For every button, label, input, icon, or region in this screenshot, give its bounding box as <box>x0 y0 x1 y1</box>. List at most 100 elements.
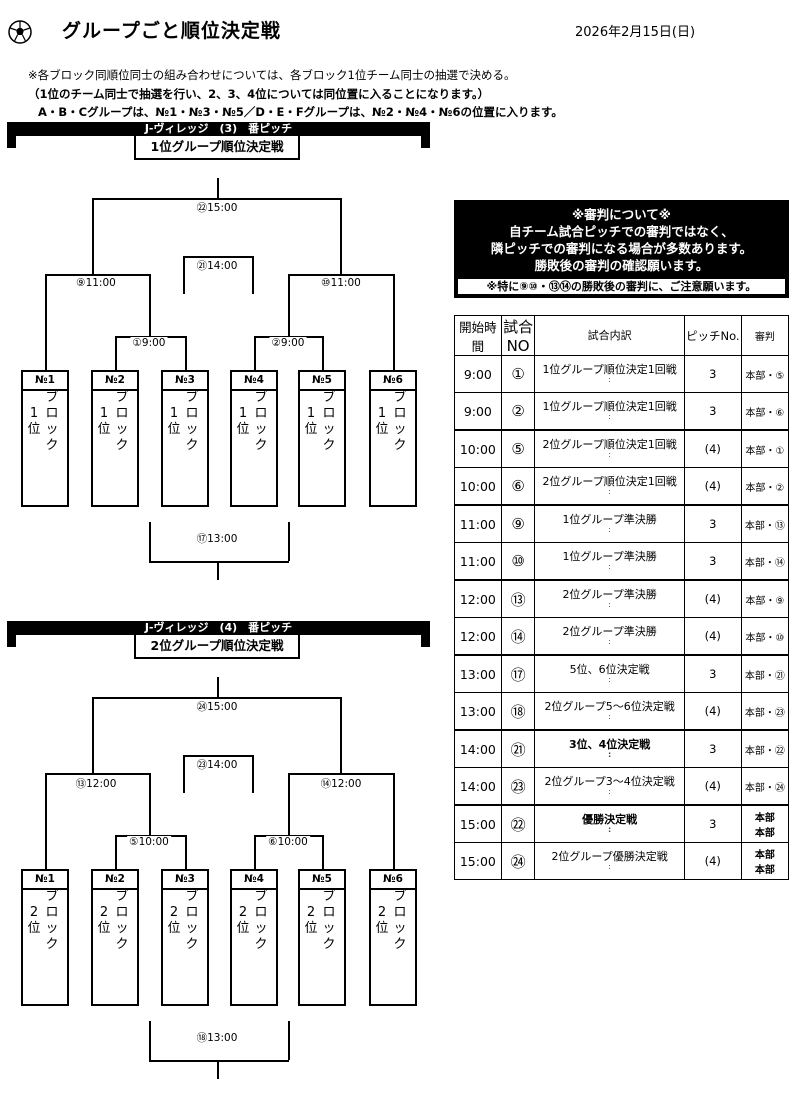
match-description: 1位グループ準決勝 <box>562 513 657 526</box>
bracket-line <box>183 755 252 757</box>
bracket-line <box>254 336 256 370</box>
schedule-cell-referee: 本部本部 <box>740 842 790 880</box>
third-place-match-time: ㉑14:00 <box>194 258 240 273</box>
schedule-cell-referee: 本部・㉓ <box>740 692 790 731</box>
schedule-cell-match-no: ⑭ <box>500 617 536 656</box>
match-description: 3位、4位決定戦 <box>568 738 651 751</box>
schedule-cell-time: 13:00 <box>454 654 502 693</box>
schedule-cell-pitch: 3 <box>683 654 742 693</box>
bracket-line <box>185 835 187 869</box>
schedule-cell-content: 1位グループ順位決定1回戦: <box>534 392 685 431</box>
schedule-cell-pitch: 3 <box>683 355 742 393</box>
header-match-no: 試合NO <box>500 315 536 356</box>
schedule-cell-match-no: ⑩ <box>500 542 536 581</box>
bracket-line <box>254 336 322 338</box>
bracket-line <box>288 522 290 561</box>
referee-line: 本部・⑨ <box>745 595 785 607</box>
bracket-line <box>115 835 117 869</box>
schedule-cell-content: 1位グループ準決勝: <box>534 542 685 581</box>
schedule-cell-content: 2位グループ準決勝: <box>534 579 685 618</box>
bracket-line <box>185 336 187 370</box>
referee-line: 本部 <box>754 865 775 876</box>
bracket-line <box>217 178 219 198</box>
note-line-1: ※各ブロック同順位同士の組み合わせについては、各ブロック1位チーム同士の抽選で決… <box>28 68 516 82</box>
bracket-line <box>340 697 342 773</box>
bracket-line <box>288 1021 290 1060</box>
bracket-line <box>183 256 252 258</box>
match-description: 2位グループ順位決定1回戦 <box>542 438 677 451</box>
header-pitch-no: ピッチNo. <box>683 315 742 356</box>
bracket-line <box>393 773 395 869</box>
page-title: グループごと順位決定戦 <box>62 20 281 42</box>
team-slot-number: №6 <box>371 871 415 890</box>
team-slot-number: №2 <box>93 871 137 890</box>
match-description-dot: : <box>608 712 611 721</box>
team-slot-number: №4 <box>232 871 276 890</box>
first-round-left-time: ⑤10:00 <box>127 836 171 848</box>
referee-notice-line: 勝敗後の審判の確認願います。 <box>534 258 709 273</box>
referee-line: 本部・㉓ <box>744 707 785 719</box>
team-slot-block: ブロック <box>115 889 129 952</box>
referee-line: 本部・⑥ <box>745 407 785 419</box>
referee-line: 本部・⑭ <box>744 557 785 569</box>
bracket-line <box>322 336 324 370</box>
schedule-cell-time: 12:00 <box>454 579 502 618</box>
schedule-cell-pitch: (4) <box>683 579 742 618</box>
schedule-cell-referee: 本部・⑭ <box>740 542 790 581</box>
match-description-dot: : <box>608 525 611 534</box>
referee-notice-line: 自チーム試合ピッチでの審判ではなく、 <box>509 224 734 239</box>
bracket-line <box>149 561 289 563</box>
semifinal-right-time: ⑭12:00 <box>318 776 364 791</box>
bracket-line <box>217 1060 219 1079</box>
team-slot-block: ブロック <box>45 889 59 952</box>
referee-line: 本部 <box>754 813 775 824</box>
schedule-cell-pitch: 3 <box>683 392 742 431</box>
referee-line: 本部・① <box>745 445 785 457</box>
bracket-line <box>254 835 256 869</box>
schedule-cell-referee: 本部本部 <box>740 804 790 843</box>
schedule-cell-time: 9:00 <box>454 355 502 393</box>
match-description: 5位、6位決定戦 <box>569 663 650 676</box>
team-slot-number: №2 <box>93 372 137 391</box>
schedule-cell-match-no: ⑥ <box>500 467 536 506</box>
bracket-line <box>252 256 254 294</box>
final-match-time: ㉔15:00 <box>194 699 240 714</box>
fifth-place-match-time: ⑱13:00 <box>194 1030 240 1045</box>
team-slot-block: ブロック <box>185 889 199 952</box>
semifinal-left-time: ⑬12:00 <box>73 776 119 791</box>
first-round-right-time: ②9:00 <box>269 337 307 349</box>
schedule-cell-content: 2位グループ準決勝: <box>534 617 685 656</box>
schedule-cell-pitch: 3 <box>683 804 742 843</box>
bracket-line <box>393 274 395 370</box>
referee-notice: ※審判について※ 自チーム試合ピッチでの審判ではなく、 隣ピッチでの審判になる場… <box>454 200 789 298</box>
third-place-match-time: ㉓14:00 <box>194 757 240 772</box>
bracket-line <box>288 274 290 336</box>
note-line-3: A・B・Cグループは、№1・№3・№5／D・E・Fグループは、№2・№4・№6の… <box>38 105 563 119</box>
schedule-cell-referee: 本部・㉔ <box>740 767 790 806</box>
match-description: 1位グループ順位決定1回戦 <box>542 363 677 376</box>
match-description: 2位グループ順位決定1回戦 <box>542 475 677 488</box>
schedule-cell-content: 1位グループ準決勝: <box>534 504 685 543</box>
bracket-line <box>322 835 324 869</box>
first-round-right-time: ⑥10:00 <box>266 836 310 848</box>
match-description-dot: : <box>608 787 611 796</box>
match-description-dot: : <box>608 825 612 834</box>
bracket-line <box>45 274 47 370</box>
